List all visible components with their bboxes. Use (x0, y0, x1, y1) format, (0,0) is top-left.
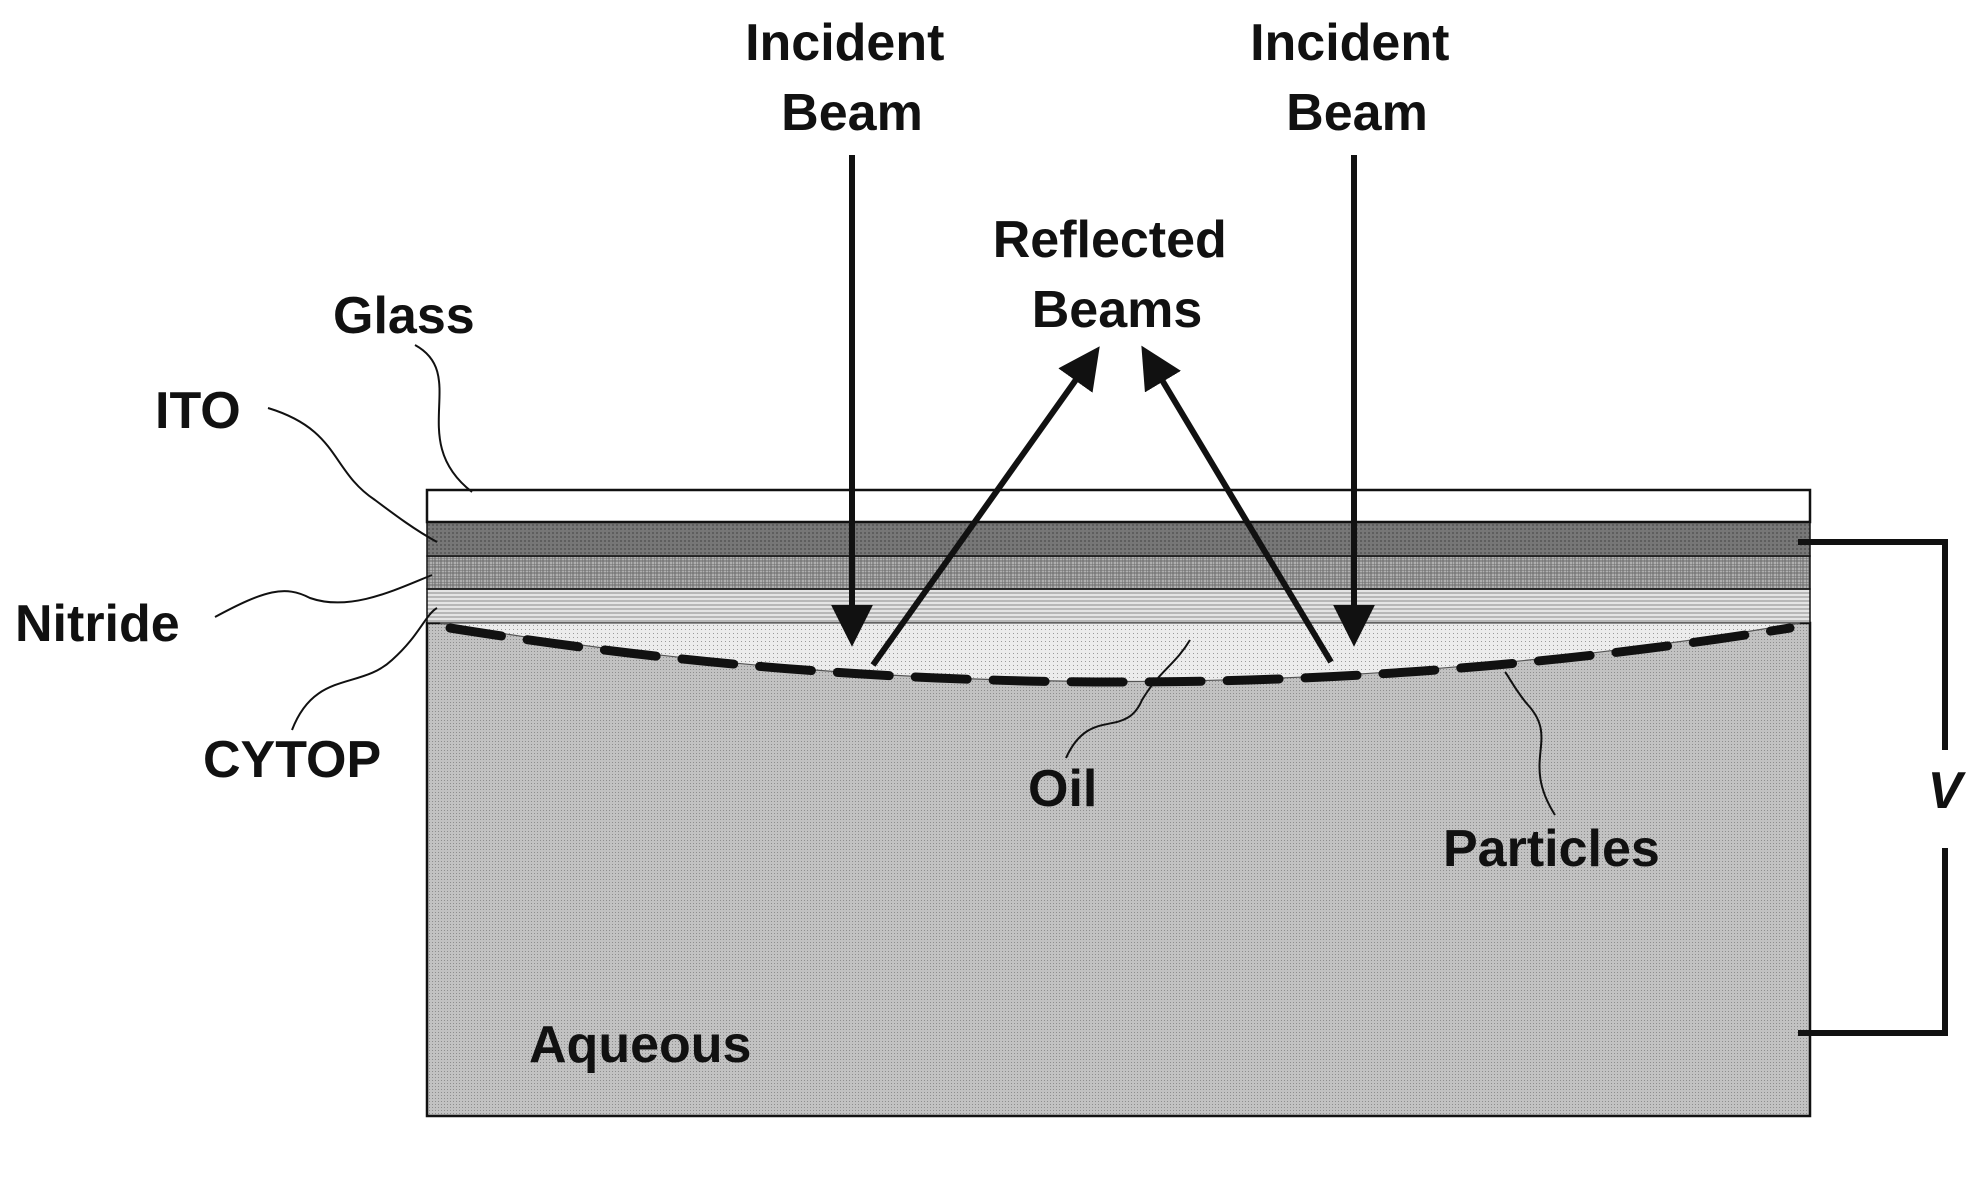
incident-beam-right-label: Incident Beam (1250, 14, 1464, 142)
voltage-wire-top (1798, 542, 1945, 750)
glass-leader-line (415, 345, 472, 492)
glass-layer (427, 490, 1810, 522)
incident-beam-left-line1: Incident (745, 14, 944, 72)
voltage-wire-bottom (1798, 848, 1945, 1033)
voltage-label: V (1928, 762, 1967, 820)
reflected-beams-label: Reflected Beams (993, 211, 1242, 339)
incident-beam-left-line2: Beam (781, 84, 923, 142)
cytop-label: CYTOP (203, 731, 381, 789)
reflected-beams-line1: Reflected (993, 211, 1227, 269)
glass-label: Glass (333, 287, 475, 345)
nitride-label: Nitride (15, 595, 180, 653)
cytop-leader-line (292, 608, 437, 730)
ito-label: ITO (155, 382, 241, 440)
incident-beam-left-label: Incident Beam (745, 14, 959, 142)
reflected-beams-line2: Beams (1032, 281, 1203, 339)
ito-layer (427, 522, 1810, 556)
nitride-layer (427, 556, 1810, 589)
particles-label: Particles (1443, 820, 1660, 878)
incident-beam-right-line2: Beam (1286, 84, 1428, 142)
oil-label: Oil (1028, 760, 1097, 818)
aqueous-label: Aqueous (529, 1016, 751, 1074)
incident-beam-right-line1: Incident (1250, 14, 1449, 72)
nitride-leader-line (215, 575, 432, 617)
cytop-layer (427, 589, 1810, 623)
ito-leader-line (268, 408, 437, 542)
